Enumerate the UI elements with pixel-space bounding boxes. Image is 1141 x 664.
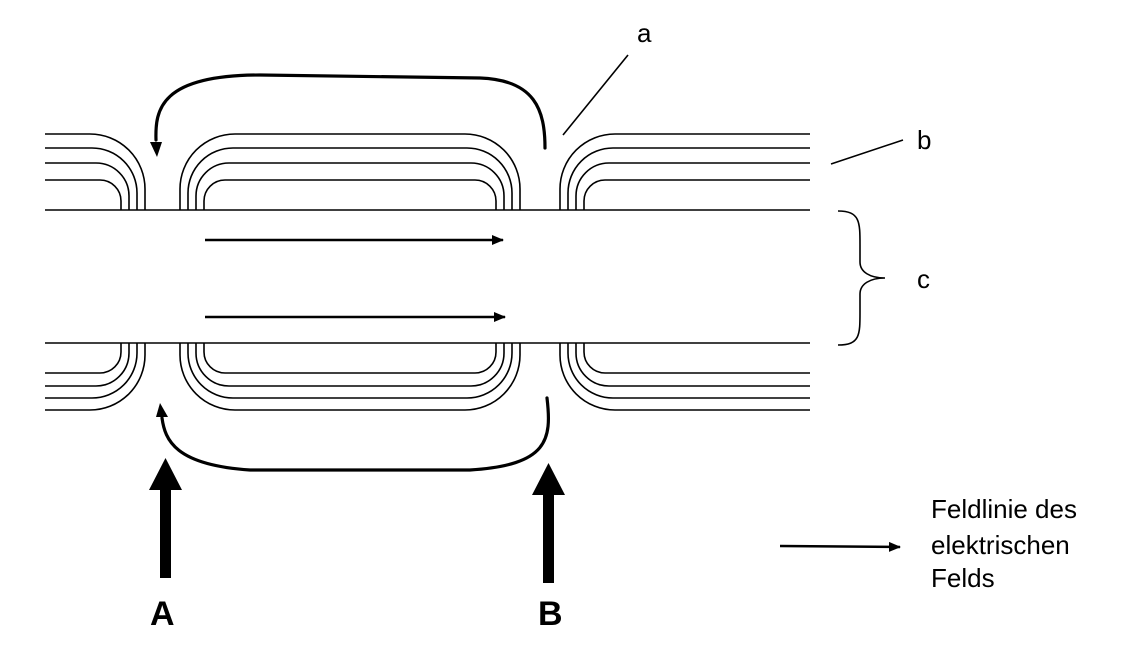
node-arrow-b bbox=[532, 463, 565, 583]
label-a-upper: A bbox=[150, 595, 175, 633]
legend-line-1: Feldlinie des bbox=[931, 494, 1077, 524]
current-arc-bottom bbox=[160, 396, 551, 472]
myelin-sheath-left-bottom bbox=[45, 343, 146, 411]
current-arc-top bbox=[154, 73, 547, 150]
current-arc-top-arrowhead bbox=[150, 142, 162, 157]
myelin-sheath-middle-top bbox=[179, 133, 521, 210]
legend-line-2: elektrischen bbox=[931, 530, 1070, 560]
leader-line-b bbox=[830, 139, 904, 165]
myelin-sheath-right-bottom bbox=[559, 343, 810, 411]
node-arrow-a bbox=[149, 458, 182, 578]
label-a: a bbox=[637, 18, 652, 48]
label-b: b bbox=[917, 125, 931, 155]
current-arc-bottom-arrowhead bbox=[156, 403, 168, 417]
legend-arrow bbox=[779, 541, 901, 552]
myelin-sheath-left-top bbox=[45, 133, 146, 210]
label-b-upper: B bbox=[538, 595, 563, 633]
legend-line-3: Felds bbox=[931, 563, 995, 593]
myelin-sheath-middle-bottom bbox=[179, 343, 521, 411]
brace-c bbox=[837, 210, 886, 346]
leader-line-a bbox=[562, 54, 629, 136]
label-c: c bbox=[917, 264, 930, 294]
myelin-sheath-right-top bbox=[559, 133, 810, 210]
